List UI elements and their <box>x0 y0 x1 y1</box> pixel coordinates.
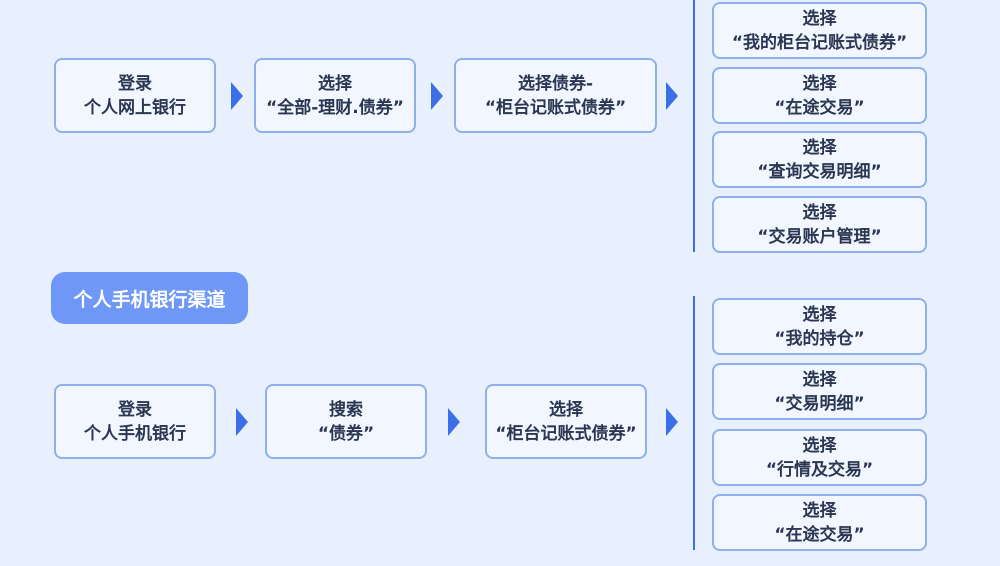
option-line1: 选择 <box>802 435 837 456</box>
step-line1: 选择 <box>549 399 583 420</box>
option-line1: 选择 <box>802 8 837 29</box>
flow-arrow-icon <box>431 82 443 110</box>
option-line2: “交易明细” <box>774 393 865 414</box>
mobile-option-quotes-trading: 选择 “行情及交易” <box>712 429 927 486</box>
step-line1: 登录 <box>118 399 152 420</box>
step-line2: “柜台记账式债券” <box>495 423 637 444</box>
top-step-login: 登录 个人网上银行 <box>54 58 216 133</box>
step-line1: 登录 <box>118 73 152 94</box>
option-line1: 选择 <box>802 304 837 325</box>
step-line2: “全部-理财.债券” <box>266 97 404 118</box>
step-line1: 选择 <box>318 73 352 94</box>
mobile-step-login: 登录 个人手机银行 <box>54 384 216 459</box>
option-line2: “在途交易” <box>774 97 865 118</box>
flow-arrow-icon <box>448 408 460 436</box>
top-option-my-bonds: 选择 “我的柜台记账式债券” <box>712 2 927 59</box>
top-step-select-bond: 选择债券- “柜台记账式债券” <box>454 58 657 133</box>
section-label-mobile-banking: 个人手机银行渠道 <box>51 272 248 324</box>
flow-arrow-icon <box>236 408 248 436</box>
flow-arrow-icon <box>666 408 678 436</box>
mobile-step-select-bond: 选择 “柜台记账式债券” <box>485 384 647 459</box>
option-line1: 选择 <box>802 369 837 390</box>
option-line2: “行情及交易” <box>765 459 874 480</box>
option-line2: “我的持仓” <box>774 328 865 349</box>
top-option-pending-trades: 选择 “在途交易” <box>712 67 927 124</box>
mobile-option-pending-trades: 选择 “在途交易” <box>712 494 927 551</box>
top-option-trade-details: 选择 “查询交易明细” <box>712 131 927 188</box>
option-line1: 选择 <box>802 500 837 521</box>
option-line1: 选择 <box>802 202 837 223</box>
branch-line <box>693 296 695 550</box>
step-line1: 搜索 <box>329 399 363 420</box>
option-line1: 选择 <box>802 137 837 158</box>
option-line2: “交易账户管理” <box>757 226 882 247</box>
branch-line <box>693 0 695 252</box>
mobile-option-holdings: 选择 “我的持仓” <box>712 298 927 355</box>
option-line2: “我的柜台记账式债券” <box>731 32 908 53</box>
step-line2: “柜台记账式债券” <box>484 97 627 118</box>
mobile-step-search: 搜索 “债券” <box>265 384 427 459</box>
flow-arrow-icon <box>231 82 243 110</box>
step-line2: 个人网上银行 <box>84 97 186 118</box>
step-line1: 选择债券- <box>517 73 594 94</box>
top-option-account-management: 选择 “交易账户管理” <box>712 196 927 253</box>
flow-arrow-icon <box>666 82 678 110</box>
option-line2: “查询交易明细” <box>757 161 882 182</box>
top-step-select-category: 选择 “全部-理财.债券” <box>254 58 416 133</box>
step-line2: 个人手机银行 <box>84 423 186 444</box>
option-line1: 选择 <box>802 73 837 94</box>
option-line2: “在途交易” <box>774 524 865 545</box>
step-line2: “债券” <box>317 423 375 444</box>
mobile-option-trade-details: 选择 “交易明细” <box>712 363 927 420</box>
